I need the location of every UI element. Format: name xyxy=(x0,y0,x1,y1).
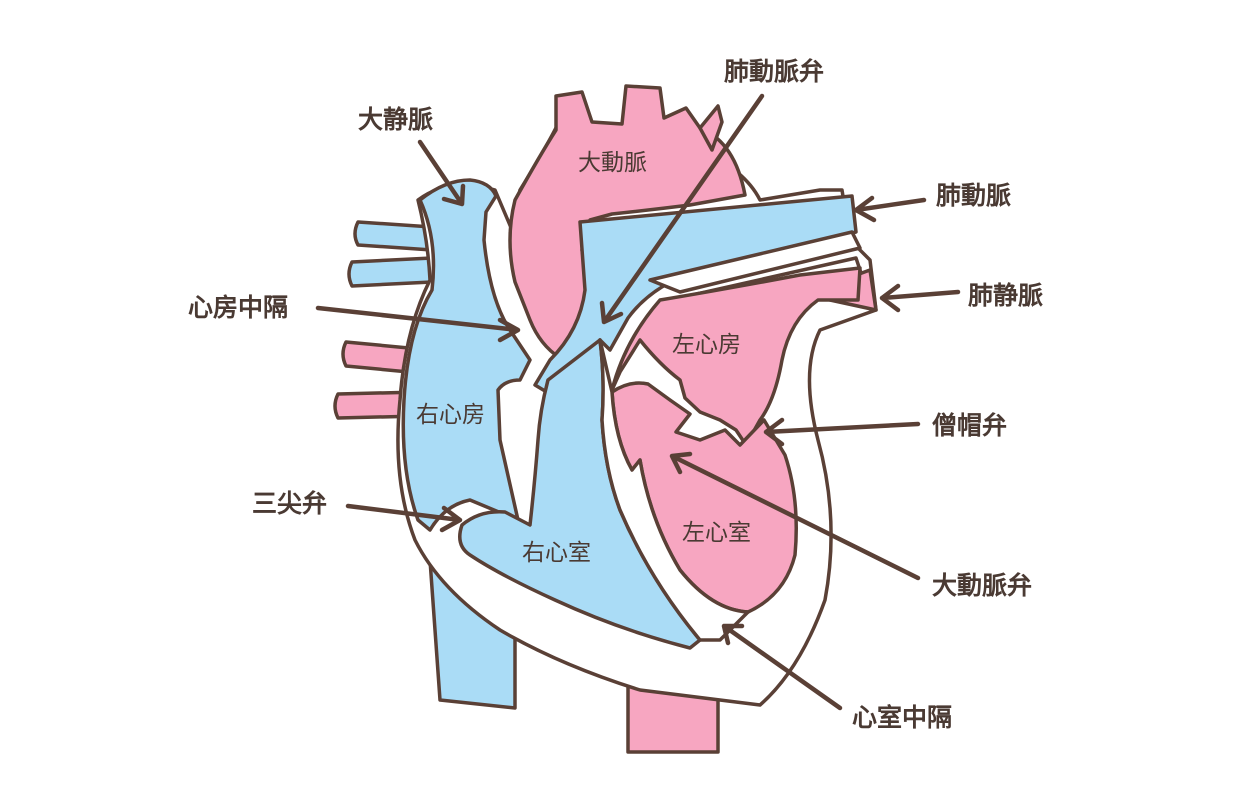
left-atrium xyxy=(610,266,862,447)
label-atrial-septum: 心房中隔 xyxy=(188,293,288,322)
arrow-mitral-valve xyxy=(763,417,921,447)
label-mitral-valve: 僧帽弁 xyxy=(932,411,1007,440)
arrow-atrial-septum xyxy=(315,305,521,343)
arrow-pulmonary-vein xyxy=(879,283,961,313)
arrow-pulmonary-artery xyxy=(853,195,927,223)
arrow-superior-vena-cava xyxy=(417,139,466,207)
arrow-ventricular-septum xyxy=(721,623,843,711)
pulmonary-artery-branch xyxy=(648,230,862,294)
label-left-ventricle: 左心室 xyxy=(682,520,751,546)
label-aorta: 大動脈 xyxy=(578,150,647,176)
leader-arrows xyxy=(315,93,961,711)
label-pulmonary-artery: 肺動脈 xyxy=(936,181,1011,210)
arrow-aortic-valve xyxy=(669,451,921,581)
label-ventricular-septum: 心室中隔 xyxy=(852,703,952,732)
arrow-tricuspid-valve xyxy=(345,503,463,533)
label-aortic-valve: 大動脈弁 xyxy=(932,571,1032,600)
label-pulmonary-vein: 肺静脈 xyxy=(968,281,1043,310)
vessel-upper-left-2 xyxy=(347,256,434,288)
label-right-atrium: 右心房 xyxy=(416,402,485,428)
arrow-pulmonary-valve xyxy=(599,93,765,325)
aorta-crest xyxy=(698,104,724,152)
label-left-atrium: 左心房 xyxy=(672,332,741,358)
label-tricuspid-valve: 三尖弁 xyxy=(252,489,327,518)
vessel-upper-left-1 xyxy=(353,220,434,252)
label-superior-vena-cava: 大静脈 xyxy=(358,105,433,134)
label-pulmonary-valve: 肺動脈弁 xyxy=(724,57,824,86)
label-right-ventricle: 右心室 xyxy=(522,540,591,566)
